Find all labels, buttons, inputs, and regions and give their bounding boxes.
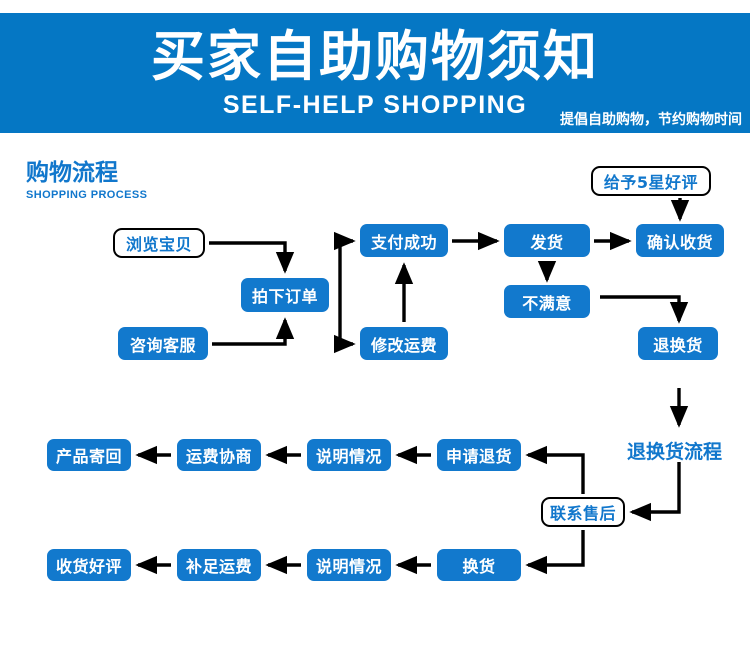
- node-contact-service-label: 联系售后: [549, 504, 616, 523]
- node-pay-extra-shipping[interactable]: 补足运费: [177, 549, 261, 581]
- node-send-product-back-label: 产品寄回: [55, 447, 122, 466]
- node-explain-situation-exchange-label: 说明情况: [315, 557, 382, 576]
- node-return-exchange[interactable]: 退换货: [638, 327, 718, 360]
- connector-returnflow-to-contact: [629, 462, 681, 522]
- node-explain-situation-return-label: 说明情况: [315, 447, 382, 466]
- node-receive-and-praise-label: 收货好评: [55, 557, 122, 576]
- connector-consult-to-order: [212, 317, 295, 346]
- node-consult[interactable]: 咨询客服: [118, 327, 208, 360]
- connector-order-to-pay: [333, 231, 356, 295]
- node-browse[interactable]: 浏览宝贝: [113, 228, 205, 258]
- connector-unsatisfied-to-returnswap: [600, 295, 689, 324]
- connector-contact-to-exchange: [525, 530, 585, 575]
- node-exchange-goods[interactable]: 换货: [437, 549, 521, 581]
- node-modify-fee[interactable]: 修改运费: [360, 327, 448, 360]
- node-browse-label: 浏览宝贝: [125, 235, 192, 254]
- page-title: 买家自助购物须知: [151, 25, 599, 88]
- node-contact-service[interactable]: 联系售后: [541, 497, 625, 527]
- node-confirm-receipt-label: 确认收货: [646, 232, 713, 252]
- node-receive-and-praise[interactable]: 收货好评: [47, 549, 131, 581]
- node-ship-label: 发货: [530, 232, 564, 252]
- node-pay-extra-shipping-label: 补足运费: [185, 557, 252, 576]
- header-banner: 买家自助购物须知 SELF-HELP SHOPPING 提倡自助购物，节约购物时…: [0, 13, 750, 133]
- node-confirm-receipt[interactable]: 确认收货: [636, 224, 724, 257]
- section-heading: 购物流程 SHOPPING PROCESS: [26, 160, 147, 202]
- connector-contact-to-applyreturn: [525, 445, 585, 494]
- page-subtitle: SELF-HELP SHOPPING: [222, 91, 528, 119]
- return-flow-heading: 退换货流程: [627, 441, 723, 463]
- node-place-order-label: 拍下订单: [251, 287, 318, 306]
- node-explain-situation-exchange[interactable]: 说明情况: [307, 549, 391, 581]
- node-five-star-review-label: 给予5星好评: [603, 173, 699, 192]
- node-exchange-goods-label: 换货: [462, 557, 496, 576]
- node-consult-label: 咨询客服: [129, 335, 196, 355]
- node-negotiate-shipping-fee-label: 运费协商: [185, 447, 252, 466]
- node-negotiate-shipping-fee[interactable]: 运费协商: [177, 439, 261, 471]
- connector-order-to-modifyfee: [333, 295, 356, 354]
- node-pay-success-label: 支付成功: [370, 232, 437, 252]
- node-ship[interactable]: 发货: [504, 224, 590, 257]
- node-explain-situation-return[interactable]: 说明情况: [307, 439, 391, 471]
- node-modify-fee-label: 修改运费: [370, 335, 437, 355]
- section-heading-en: SHOPPING PROCESS: [26, 189, 148, 201]
- section-heading-cn: 购物流程: [26, 160, 118, 186]
- node-return-exchange-label: 退换货: [653, 335, 703, 355]
- node-apply-return-label: 申请退货: [445, 447, 512, 466]
- node-apply-return[interactable]: 申请退货: [437, 439, 521, 471]
- node-unsatisfied[interactable]: 不满意: [504, 285, 590, 318]
- connector-browse-to-order: [209, 241, 295, 274]
- node-unsatisfied-label: 不满意: [522, 293, 572, 313]
- node-pay-success[interactable]: 支付成功: [360, 224, 448, 257]
- node-five-star-review[interactable]: 给予5星好评: [591, 166, 711, 196]
- node-place-order[interactable]: 拍下订单: [241, 278, 329, 312]
- node-send-product-back[interactable]: 产品寄回: [47, 439, 131, 471]
- header-tagline: 提倡自助购物，节约购物时间: [560, 112, 742, 128]
